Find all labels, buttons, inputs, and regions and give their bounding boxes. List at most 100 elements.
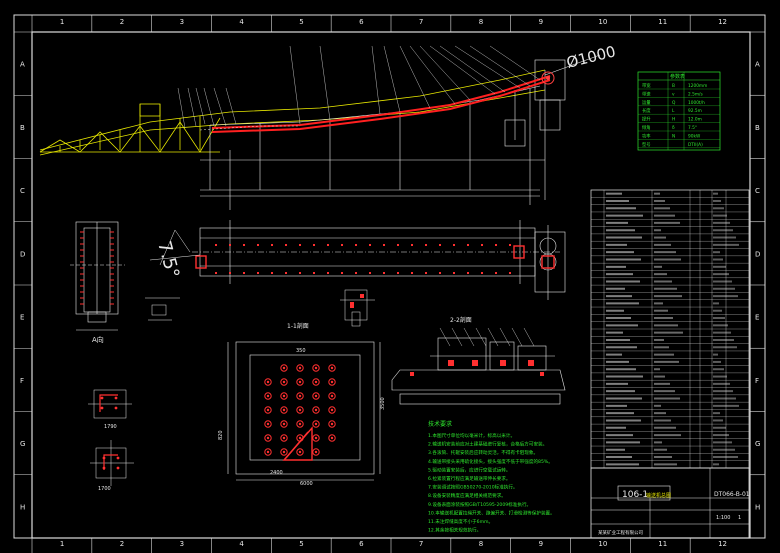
grid-col-label: 4: [239, 18, 244, 26]
anchor-bolt-grid: [264, 364, 336, 456]
grid-row-label: C: [20, 187, 25, 195]
grid-row-label: D: [755, 250, 760, 258]
dim-1790: 1790: [104, 424, 117, 430]
grid-col-label: 8: [479, 18, 483, 26]
grid-col-label: 10: [598, 18, 607, 26]
conveyor-belt: [211, 75, 551, 133]
note-line: 12.其余按相关规范执行。: [428, 527, 481, 534]
note-line: 2.输送机安装前应对土建基础进行复核，合格后方可安装。: [428, 441, 547, 448]
grid-col-label: 7: [419, 18, 423, 26]
param-cell: 带速: [642, 91, 651, 97]
grid-row-label: H: [20, 503, 25, 511]
param-cell: 1000t/h: [688, 100, 705, 106]
grid-col-label: 1: [60, 540, 64, 548]
grid-col-label: 4: [239, 540, 244, 548]
conveyor-plan-view: 7.5°: [149, 220, 566, 300]
dim-1700: 1700: [98, 486, 111, 492]
grid-col-label: 8: [479, 540, 483, 548]
grid-col-label: 5: [299, 540, 303, 548]
param-cell: δ: [672, 125, 675, 131]
param-cell: B: [672, 83, 675, 89]
notes-title: 技术要求: [428, 420, 452, 428]
grid-row-label: D: [20, 250, 25, 258]
grid-row-label: B: [755, 124, 760, 132]
param-cell: 2.5m/s: [688, 91, 703, 97]
plan-idler-marks: [215, 244, 511, 274]
note-line: 4.输送带接头采用硫化接头，接头强度不低于带强度的85%。: [428, 458, 553, 465]
grid-row-label: G: [20, 440, 25, 448]
param-cell: 功率: [642, 132, 651, 139]
note-line: 7.安装调试按照GB50270-2010标准执行。: [428, 484, 518, 491]
param-cell: 型号: [642, 141, 651, 148]
param-cell: 1200mm: [688, 83, 707, 89]
parts-list: [590, 189, 750, 469]
param-cell: H: [672, 117, 675, 123]
param-cell: Q: [672, 100, 676, 106]
dim-3500: 3500: [380, 397, 386, 410]
param-cell: 92.5m: [688, 108, 702, 114]
param-cell: DTII(A): [688, 142, 703, 148]
conveyor-elevation: Ø1000: [39, 42, 618, 210]
a-view-drawing: [70, 221, 125, 331]
conveyor-truss: [39, 69, 546, 156]
grid-col-label: 9: [539, 18, 543, 26]
grid-row-label: G: [755, 440, 760, 448]
grid-col-label: 2: [120, 18, 124, 26]
note-line: 5.驱动装置安装后，应进行空载试运转。: [428, 466, 510, 473]
param-cell: 90kW: [688, 133, 701, 139]
dim-6000: 6000: [300, 481, 313, 487]
technical-notes: 技术要求 1.本图尺寸单位均以毫米计，标高以米计。 2.输送机安装前应对土建基础进…: [428, 420, 555, 534]
dim-350: 350: [296, 348, 306, 354]
note-line: 10.本输送机配置拉绳开关、跑偏开关、打滑检测等保护装置。: [428, 509, 555, 516]
project-name: 某某矿业工程有限公司: [598, 529, 643, 536]
grid-col-label: 3: [180, 18, 184, 26]
grid-col-label: 9: [539, 540, 543, 548]
param-cell: 12.0m: [688, 117, 702, 123]
section-1-label: 1-1剖面: [287, 322, 309, 330]
grid-col-label: 6: [359, 540, 364, 548]
grid-col-label: 10: [598, 540, 607, 548]
grid-row-label: B: [20, 124, 25, 132]
drawing-sheet: 1: [738, 515, 741, 521]
grid-row-label: F: [755, 377, 759, 385]
grid-col-label: 11: [658, 540, 667, 548]
param-cell: N: [672, 133, 675, 139]
note-line: 1.本图尺寸单位均以毫米计，标高以米计。: [428, 432, 515, 439]
param-table-header: 参数表: [670, 73, 685, 80]
note-line: 3.各滚筒、托辊安装后应转动灵活，不得有卡阻现象。: [428, 449, 538, 456]
pulley-diameter-label: Ø1000: [565, 42, 618, 72]
grid-col-label: 7: [419, 540, 423, 548]
grid-col-label: 3: [180, 540, 184, 548]
grid-col-label: 6: [359, 18, 364, 26]
drawing-title: 输送机总图: [646, 492, 671, 499]
foundation-section: 1-1剖面 6000 2400 350 820 3500: [218, 322, 386, 487]
param-cell: 提升: [642, 116, 651, 123]
grid-col-label: 1: [60, 18, 64, 26]
drawing-border: [13, 14, 766, 539]
drawing-number: 106-1: [622, 490, 648, 500]
grid-col-label: 5: [299, 18, 303, 26]
incline-angle-label: 7.5°: [153, 239, 183, 281]
dim-2400: 2400: [270, 470, 283, 476]
title-block: 106-1 输送机总图 DT066-B-01 1:100 1 某某矿业工程有限公…: [590, 467, 750, 539]
grid-row-label: E: [755, 314, 759, 322]
param-cell: 倾角: [642, 124, 651, 131]
grid-col-label: 2: [120, 540, 124, 548]
a-view-label: A向: [92, 335, 104, 344]
param-cell: 7.5°: [688, 125, 697, 131]
note-line: 6.拉紧装置行程应满足输送带伸长要求。: [428, 475, 510, 482]
left-section-details: [88, 389, 134, 486]
param-cell: 长度: [642, 107, 651, 114]
note-line: 9.设备表面涂装按照GB/T10595-2009标准执行。: [428, 501, 531, 508]
dim-820: 820: [218, 430, 224, 440]
a-view-marks: [80, 231, 114, 305]
param-cell: 运量: [642, 99, 651, 106]
grid-col-label: 11: [658, 18, 667, 26]
note-line: 11.未注焊缝高度不小于6mm。: [428, 518, 493, 525]
drawing-scale: 1:100: [716, 515, 730, 521]
param-cell: 带宽: [642, 82, 651, 89]
param-cell: L: [672, 108, 675, 114]
